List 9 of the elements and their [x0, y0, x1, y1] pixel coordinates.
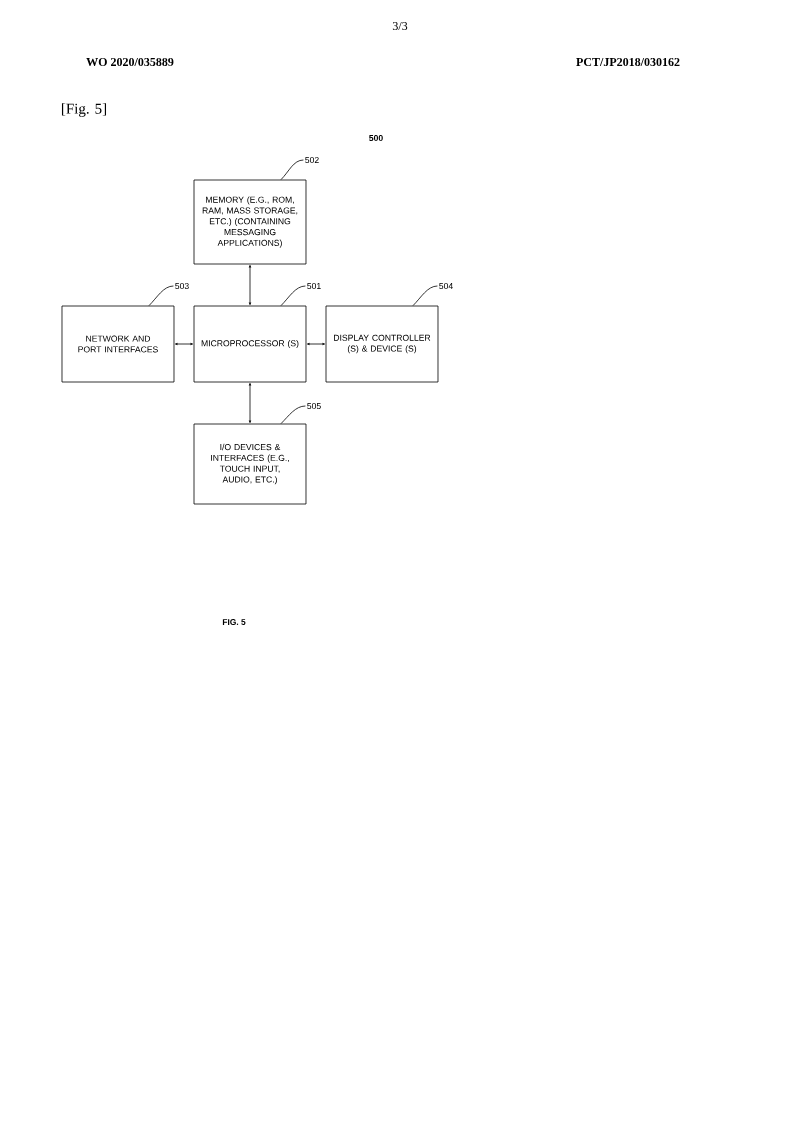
- arrow: [306, 342, 326, 346]
- arrow: [174, 342, 194, 346]
- leader-line: [280, 285, 306, 306]
- arrow: [248, 383, 252, 424]
- leader-line: [412, 285, 438, 306]
- leader-line: [280, 159, 304, 180]
- leader-line: [280, 405, 306, 424]
- leader-line: [148, 285, 174, 306]
- arrow: [248, 265, 252, 306]
